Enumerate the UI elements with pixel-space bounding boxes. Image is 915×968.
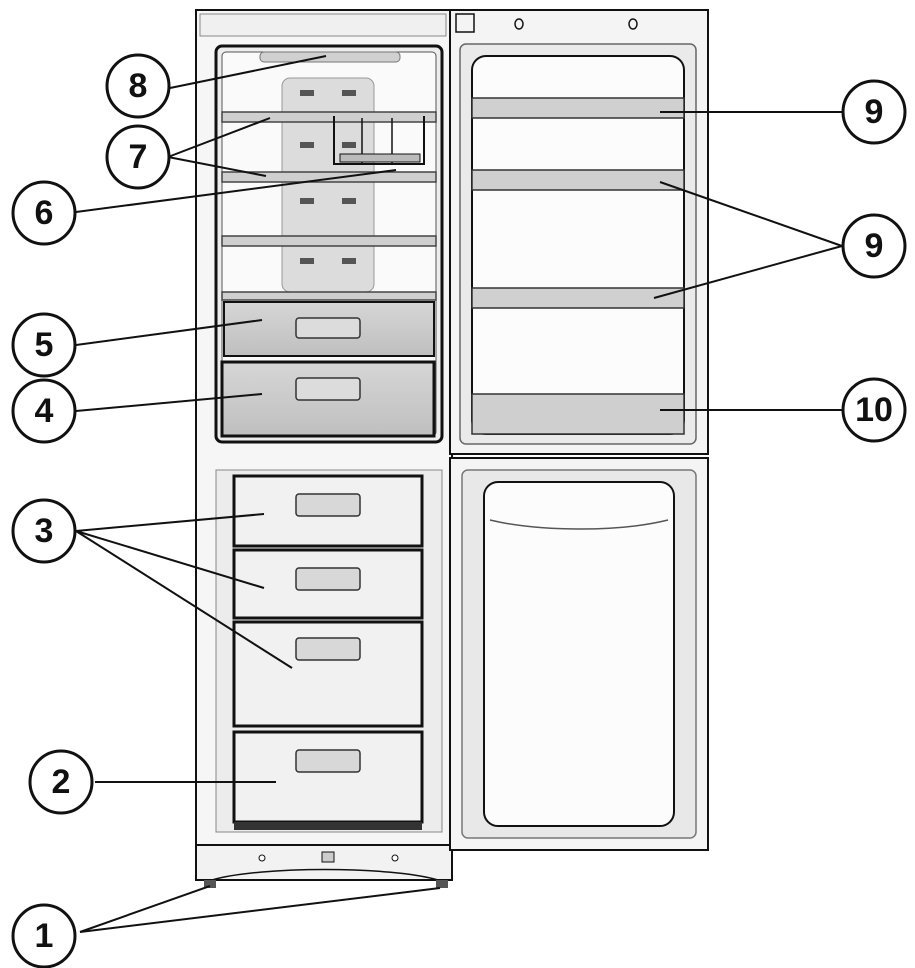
callout-10: 10 <box>841 377 907 443</box>
fridge-door <box>449 9 709 455</box>
glass-shelves <box>221 111 437 301</box>
callout-8: 8 <box>105 53 171 119</box>
callout-2-label: 2 <box>52 763 71 801</box>
callout-7: 7 <box>105 124 171 190</box>
bottle-balcony <box>471 393 685 435</box>
callout-5: 5 <box>11 312 77 378</box>
callout-5-label: 5 <box>35 326 54 364</box>
fresh-zone-drawer <box>223 301 435 357</box>
freezer-drawers <box>232 474 424 728</box>
door-balconies <box>471 97 685 309</box>
callout-2: 2 <box>28 749 94 815</box>
callout-7-label: 7 <box>129 138 148 176</box>
callout-9-middle-label: 9 <box>865 227 884 265</box>
callout-3-label: 3 <box>35 512 54 550</box>
leader-lines <box>75 55 843 933</box>
callout-9-top: 9 <box>841 79 907 145</box>
bottle-holder <box>333 116 425 165</box>
callout-4: 4 <box>11 378 77 444</box>
fridge-light-cover <box>259 51 401 63</box>
callout-1: 1 <box>11 903 77 968</box>
callout-3: 3 <box>11 498 77 564</box>
callout-10-label: 10 <box>855 391 893 429</box>
bottom-freezer-drawer <box>232 730 424 830</box>
callout-8-label: 8 <box>129 67 148 105</box>
callout-9-middle: 9 <box>841 213 907 279</box>
callout-9-top-label: 9 <box>865 93 884 131</box>
callout-4-label: 4 <box>35 392 54 430</box>
callout-6-label: 6 <box>35 194 54 232</box>
vegetable-crisper <box>220 360 436 438</box>
callout-1-label: 1 <box>35 917 54 955</box>
freezer-door <box>449 457 709 851</box>
callout-6: 6 <box>11 180 77 246</box>
adjustable-feet <box>204 880 448 888</box>
